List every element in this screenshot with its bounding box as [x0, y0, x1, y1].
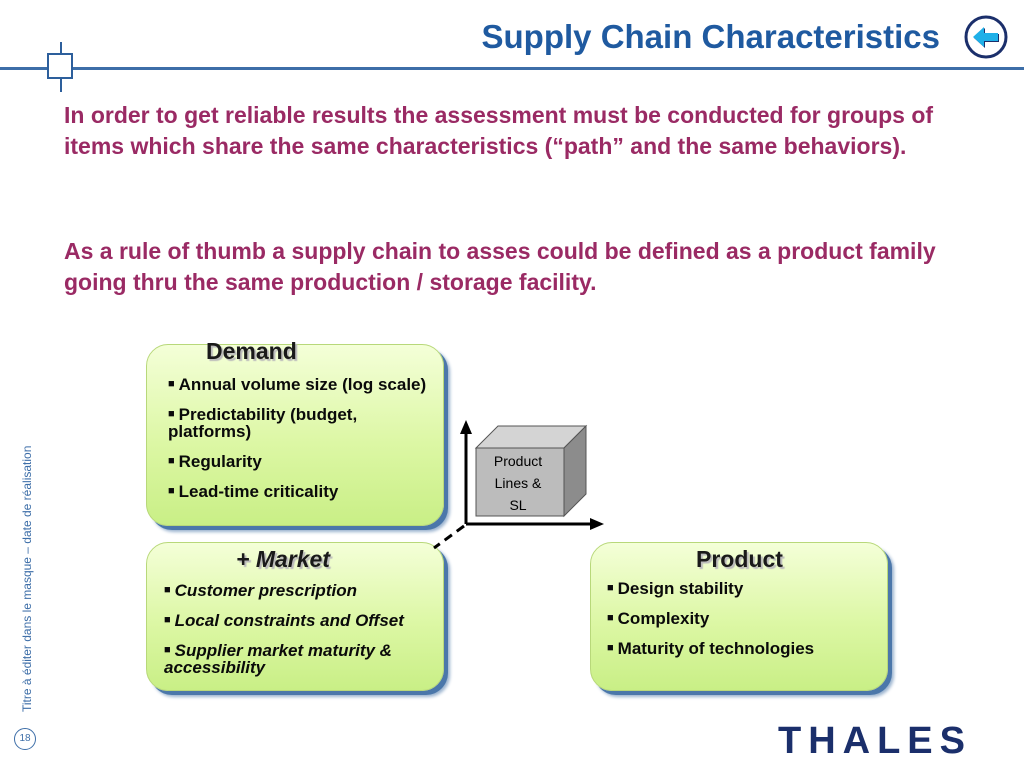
vertical-axis-arrowhead [460, 420, 472, 434]
list-item: ■Lead-time criticality [168, 482, 339, 501]
list-item: ■Regularity [168, 452, 262, 471]
list-item: ■Design stability [607, 579, 744, 598]
frame-line-bottom [60, 78, 62, 92]
demand-list: ■Annual volume size (log scale) ■Predict… [168, 376, 436, 513]
page-title: Supply Chain Characteristics [481, 18, 940, 55]
corner-box [47, 53, 73, 79]
market-title: + Market [236, 546, 330, 572]
intro-paragraph: In order to get reliable results the ass… [64, 102, 934, 159]
list-item: ■Local constraints and Offset [164, 611, 404, 630]
back-arrow-icon [964, 15, 1008, 59]
list-item: ■Complexity [607, 609, 710, 628]
cube-label: Product Lines & SL [478, 450, 558, 516]
frame-line-top [60, 42, 62, 54]
cube-label-line: Product [493, 453, 543, 469]
diagonal-axis [433, 524, 465, 550]
list-item: ■Supplier market maturity & accessibilit… [164, 641, 392, 677]
back-button[interactable] [963, 14, 1009, 60]
list-item: ■Customer prescription [164, 581, 357, 600]
list-item: ■Maturity of technologies [607, 639, 815, 658]
header-divider [0, 67, 1024, 70]
horizontal-axis-arrowhead [590, 518, 604, 530]
demand-title: Demand [206, 338, 297, 364]
list-item: ■Predictability (budget, platforms) [168, 405, 358, 441]
thales-logo: THALES [778, 720, 972, 762]
rule-paragraph: As a rule of thumb a supply chain to ass… [64, 238, 936, 295]
market-list: ■Customer prescription ■Local constraint… [164, 582, 432, 689]
product-list: ■Design stability ■Complexity ■Maturity … [607, 580, 875, 670]
footer-vertical-text: Titre à éditer dans le masque – date de … [20, 445, 34, 712]
market-box [146, 542, 444, 691]
product-box [590, 542, 888, 691]
page-number: 18 [14, 728, 36, 750]
cube-label-line: SL [509, 497, 527, 513]
demand-box [146, 344, 444, 526]
cube-label-line: Lines & [494, 475, 542, 491]
product-title: Product [696, 546, 783, 572]
list-item: ■Annual volume size (log scale) [168, 375, 427, 394]
